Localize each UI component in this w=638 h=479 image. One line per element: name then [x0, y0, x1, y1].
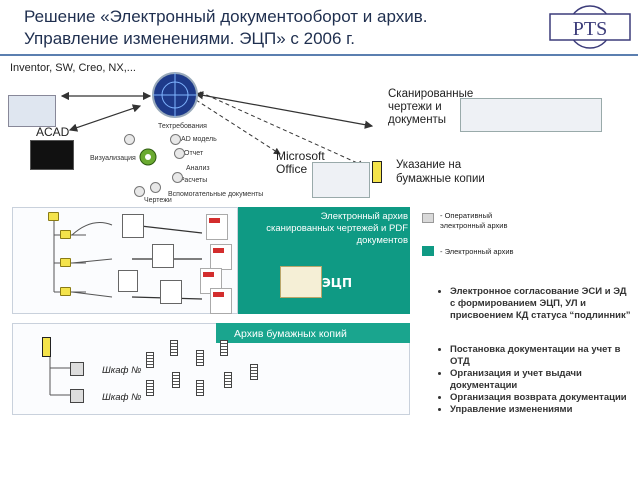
hub-node-icon	[124, 134, 135, 145]
legend-swatch-electronic	[422, 246, 434, 256]
gear-icon	[139, 148, 157, 166]
header-separator	[0, 54, 638, 56]
shelf-icon	[250, 364, 258, 380]
hub-label-calc: Расчеты	[180, 177, 208, 184]
ecp-label: ЭЦП	[322, 276, 352, 290]
feature-item: Организация и учет выдачи документации	[450, 368, 632, 392]
feature-item: Управление изменениями	[450, 404, 632, 416]
cabinet-icon	[70, 362, 84, 376]
shelf-icon	[146, 380, 154, 396]
shelf-icon	[170, 340, 178, 356]
shelf-icon	[224, 372, 232, 388]
cad-systems-label: Inventor, SW, Creo, NX,...	[10, 62, 136, 74]
hub-label-visualization: Визуализация	[90, 155, 136, 162]
hub-node-icon	[174, 148, 185, 159]
hub-node-icon	[134, 186, 145, 197]
shelf-icon	[196, 380, 204, 396]
folder-icon	[48, 212, 59, 221]
hub-label-drawings: Чертежи	[144, 197, 172, 204]
hub-label-tech-req: Техтребования	[158, 123, 207, 130]
hub-label-aux-docs: Вспомогательные документы	[168, 191, 264, 198]
flow-arrows	[60, 91, 374, 167]
paper-archive-header	[216, 323, 410, 343]
scanned-docs-label: Сканированные чертежи и документы	[388, 88, 474, 126]
hub-globe-icon	[152, 72, 198, 118]
shelf-icon	[220, 340, 228, 356]
electronic-archive-panel	[238, 207, 410, 314]
shelf-icon	[146, 352, 154, 368]
scanned-docs-screenshot	[460, 98, 602, 132]
legend-operational-label: - Оперативный электронный архив	[440, 211, 508, 230]
paper-binder-icon	[42, 337, 51, 357]
spreadsheet-icon	[160, 280, 182, 304]
acad-label: ACAD	[36, 125, 70, 139]
shelf-icon	[196, 350, 204, 366]
ms-office-screenshot	[312, 162, 370, 198]
folder-icon	[60, 258, 71, 267]
hub-node-icon	[172, 172, 183, 183]
feature-item: Постановка документации на учет в ОТД	[450, 344, 632, 368]
feature-item: Электронное согласование ЭСИ и ЭД с форм…	[450, 286, 632, 322]
hub-label-analysis: Анализ	[186, 165, 210, 172]
pdf-file-icon	[206, 214, 228, 240]
clipboard-icon	[152, 244, 174, 268]
folder-icon	[60, 287, 71, 296]
electronic-archive-title: Электронный архив сканированных чертежей…	[266, 211, 408, 246]
certificate-icon	[280, 266, 322, 298]
shelf-icon	[172, 372, 180, 388]
features-list: Электронное согласование ЭСИ и ЭД с форм…	[432, 286, 632, 416]
folder-icon	[60, 230, 71, 239]
legend-swatch-operational	[422, 213, 434, 223]
paper-copies-label: Указание на бумажные копии	[396, 159, 485, 185]
hub-node-icon	[150, 182, 161, 193]
paper-archive-title: Архив бумажных копий	[234, 328, 347, 340]
document-icon	[118, 270, 138, 292]
cabinet-label-2: Шкаф №	[102, 392, 142, 403]
cabinet-icon	[70, 389, 84, 403]
legend-electronic-label: - Электронный архив	[440, 247, 514, 256]
paper-binder-icon	[372, 161, 382, 183]
hub-node-icon	[170, 134, 181, 145]
document-icon	[122, 214, 144, 238]
title-line-1: Решение «Электронный документооборот и а…	[24, 7, 428, 26]
pdf-file-icon	[210, 244, 232, 270]
page-title: Решение «Электронный документооборот и а…	[24, 6, 524, 50]
cabinet-label-1: Шкаф №	[102, 365, 142, 376]
pts-logo: PTS	[549, 5, 631, 49]
cad-screenshot	[8, 95, 56, 127]
pdf-file-icon	[210, 288, 232, 314]
feature-item: Организация возврата документации	[450, 392, 632, 404]
acad-screenshot	[30, 140, 74, 170]
ms-office-label: Microsoft Office	[276, 149, 325, 176]
hub-label-cad-model: CAD модель	[176, 136, 217, 143]
logo-text: PTS	[573, 18, 607, 40]
title-line-2: Управление изменениями. ЭЦП» с 2006 г.	[24, 29, 356, 48]
hub-label-report: Отчет	[184, 150, 204, 157]
